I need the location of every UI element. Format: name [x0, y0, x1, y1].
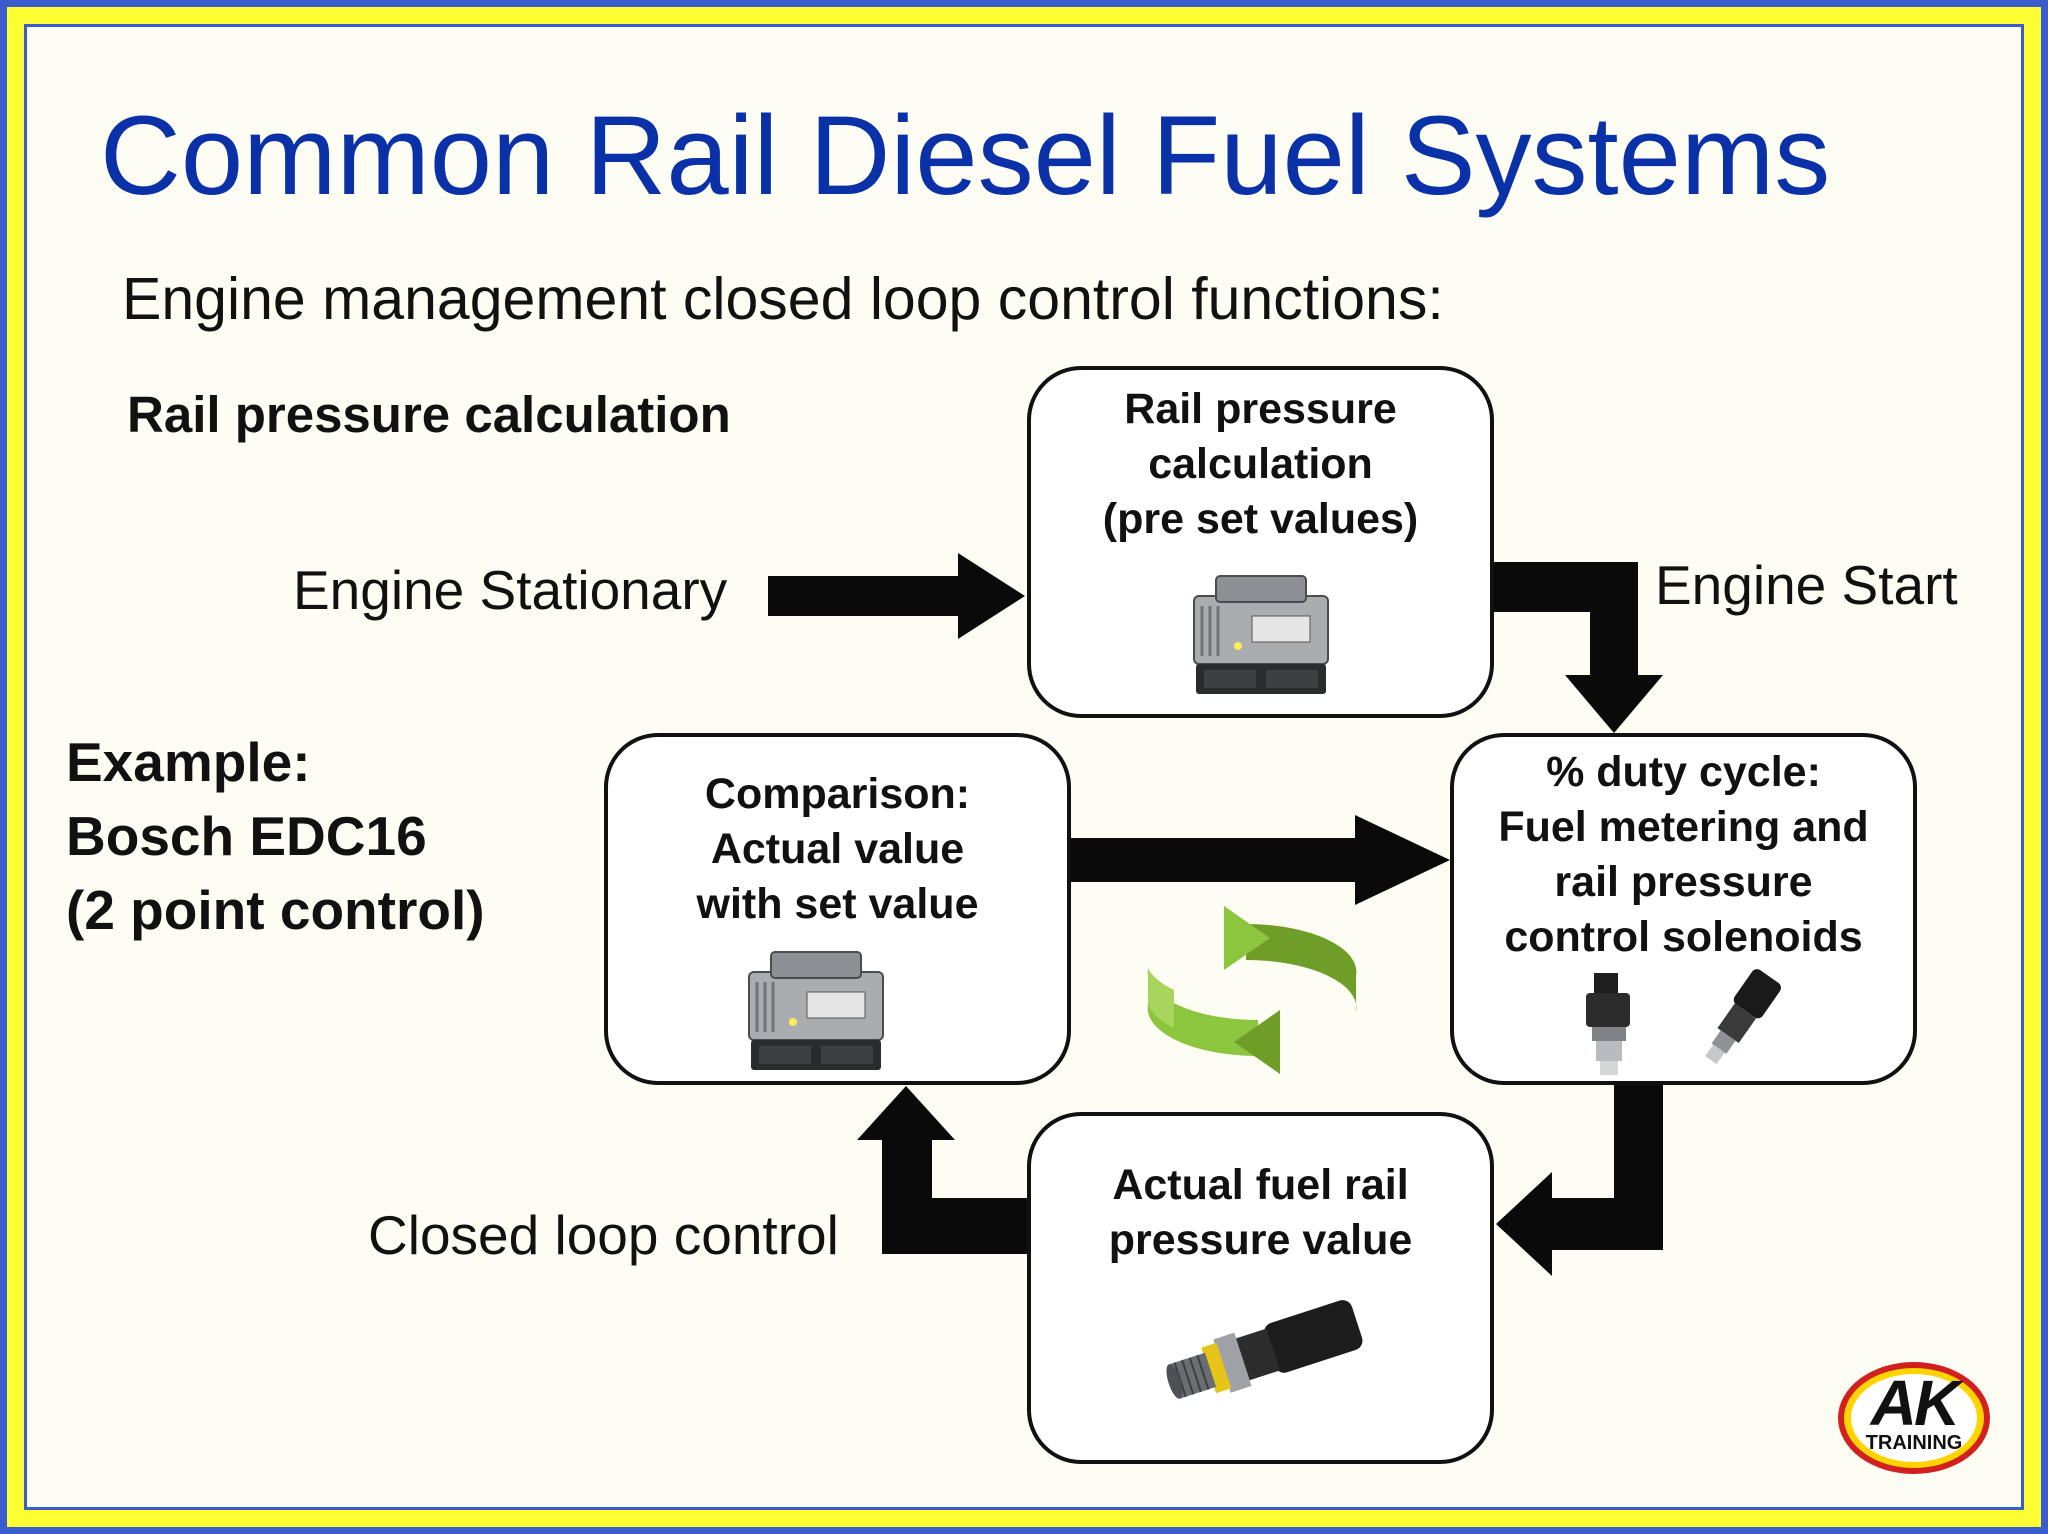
- ecu-module-icon: [1193, 575, 1329, 694]
- example-control-type: (2 point control): [66, 879, 485, 941]
- actual-pressure-line2: pressure value: [1108, 1216, 1413, 1264]
- duty-cycle-line2: Fuel metering and: [1498, 803, 1869, 851]
- pressure-sensor-icon: [1166, 1300, 1363, 1399]
- engine-stationary-label: Engine Stationary: [293, 559, 728, 621]
- comparison-line1: Comparison:: [704, 770, 971, 818]
- slide-subtitle: Engine management closed loop control fu…: [122, 266, 1444, 332]
- recycle-arrows-icon: [1147, 906, 1357, 1074]
- solenoid-valve-icon: [1705, 969, 1781, 1065]
- closed-loop-label: Closed loop control: [368, 1204, 839, 1266]
- comparison-line3: with set value: [696, 880, 979, 928]
- duty-cycle-line3: rail pressure: [1554, 858, 1813, 906]
- rail-calc-line3: (pre set values): [1102, 495, 1419, 543]
- comparison-line2: Actual value: [710, 825, 965, 873]
- comparison-text: Comparison: Actual value with set value: [608, 767, 1067, 932]
- duty-cycle-line1: % duty cycle:: [1546, 748, 1821, 796]
- example-label: Example:: [66, 731, 311, 793]
- ecu-module-icon: [748, 951, 884, 1070]
- solenoid-valve-icon: [1586, 973, 1630, 1075]
- rail-calc-line1: Rail pressure: [1124, 385, 1397, 433]
- logo-main-text: AK: [1870, 1367, 1960, 1439]
- rail-calc-line2: calculation: [1148, 440, 1373, 488]
- section-heading: Rail pressure calculation: [127, 386, 731, 443]
- ak-training-logo: AK TRAINING: [1834, 1358, 1994, 1478]
- arrow-actual-to-comparison: [857, 1086, 1027, 1254]
- actual-pressure-text: Actual fuel rail pressure value: [1031, 1158, 1490, 1268]
- logo-badge-icon: [1838, 1362, 1990, 1474]
- engine-start-label: Engine Start: [1655, 554, 1958, 616]
- arrow-calc-to-duty: [1492, 562, 1663, 733]
- arrow-comparison-to-duty: [1070, 815, 1450, 905]
- arrow-duty-to-actual: [1496, 1085, 1663, 1276]
- slide-title: Common Rail Diesel Fuel Systems: [100, 93, 1831, 218]
- rail-calc-box: Rail pressure calculation (pre set value…: [1027, 366, 1494, 718]
- actual-pressure-line1: Actual fuel rail: [1112, 1161, 1409, 1209]
- duty-cycle-box: % duty cycle: Fuel metering and rail pre…: [1450, 733, 1917, 1085]
- logo-sub-text: TRAINING: [1865, 1432, 1963, 1454]
- example-model: Bosch EDC16: [66, 805, 427, 867]
- frame-yellow-border: [7, 7, 2041, 1527]
- duty-cycle-line4: control solenoids: [1504, 913, 1863, 961]
- actual-pressure-box: Actual fuel rail pressure value: [1027, 1112, 1494, 1464]
- arrow-stationary-to-calc: [768, 553, 1025, 639]
- rail-calc-text: Rail pressure calculation (pre set value…: [1031, 382, 1490, 547]
- duty-cycle-text: % duty cycle: Fuel metering and rail pre…: [1454, 745, 1913, 965]
- comparison-box: Comparison: Actual value with set value: [604, 733, 1071, 1085]
